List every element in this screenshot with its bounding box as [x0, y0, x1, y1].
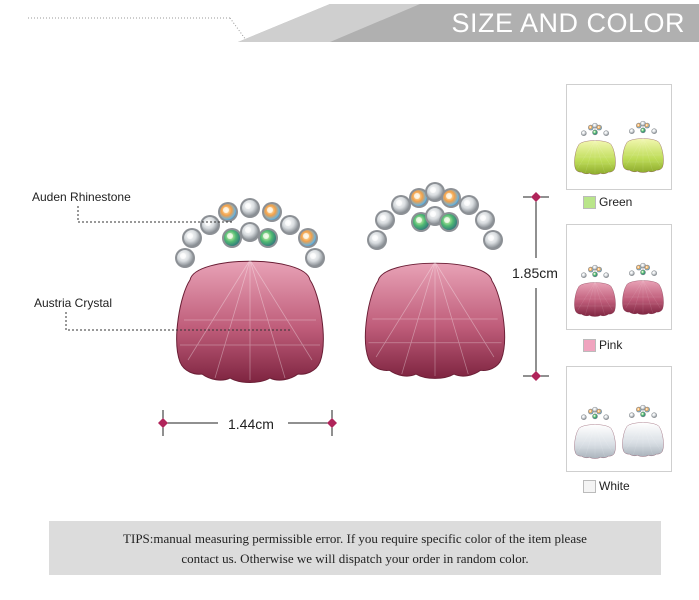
rhinestone-label: Auden Rhinestone [32, 190, 131, 204]
width-dimension-label: 1.44cm [228, 416, 274, 432]
tips-line-2: contact us. Otherwise we will dispatch y… [181, 551, 529, 566]
color-name-green: Green [599, 195, 633, 209]
thumbnail-green[interactable] [566, 84, 672, 190]
page-title: SIZE AND COLOR [451, 8, 685, 38]
pink-swatch [583, 339, 596, 352]
color-name-white: White [599, 479, 630, 493]
white-swatch [583, 480, 596, 493]
height-dimension-label: 1.85cm [512, 265, 558, 281]
thumbnail-white[interactable] [566, 366, 672, 472]
tips-text: TIPS:manual measuring permissible error.… [49, 529, 661, 569]
tips-line-1: TIPS:manual measuring permissible error.… [123, 531, 587, 546]
green-swatch [583, 196, 596, 209]
header-banner [28, 4, 699, 42]
crystal-label: Austria Crystal [34, 296, 113, 310]
tips-box: TIPS:manual measuring permissible error.… [49, 521, 661, 575]
color-name-pink: Pink [599, 338, 623, 352]
thumbnail-pink[interactable] [566, 224, 672, 330]
